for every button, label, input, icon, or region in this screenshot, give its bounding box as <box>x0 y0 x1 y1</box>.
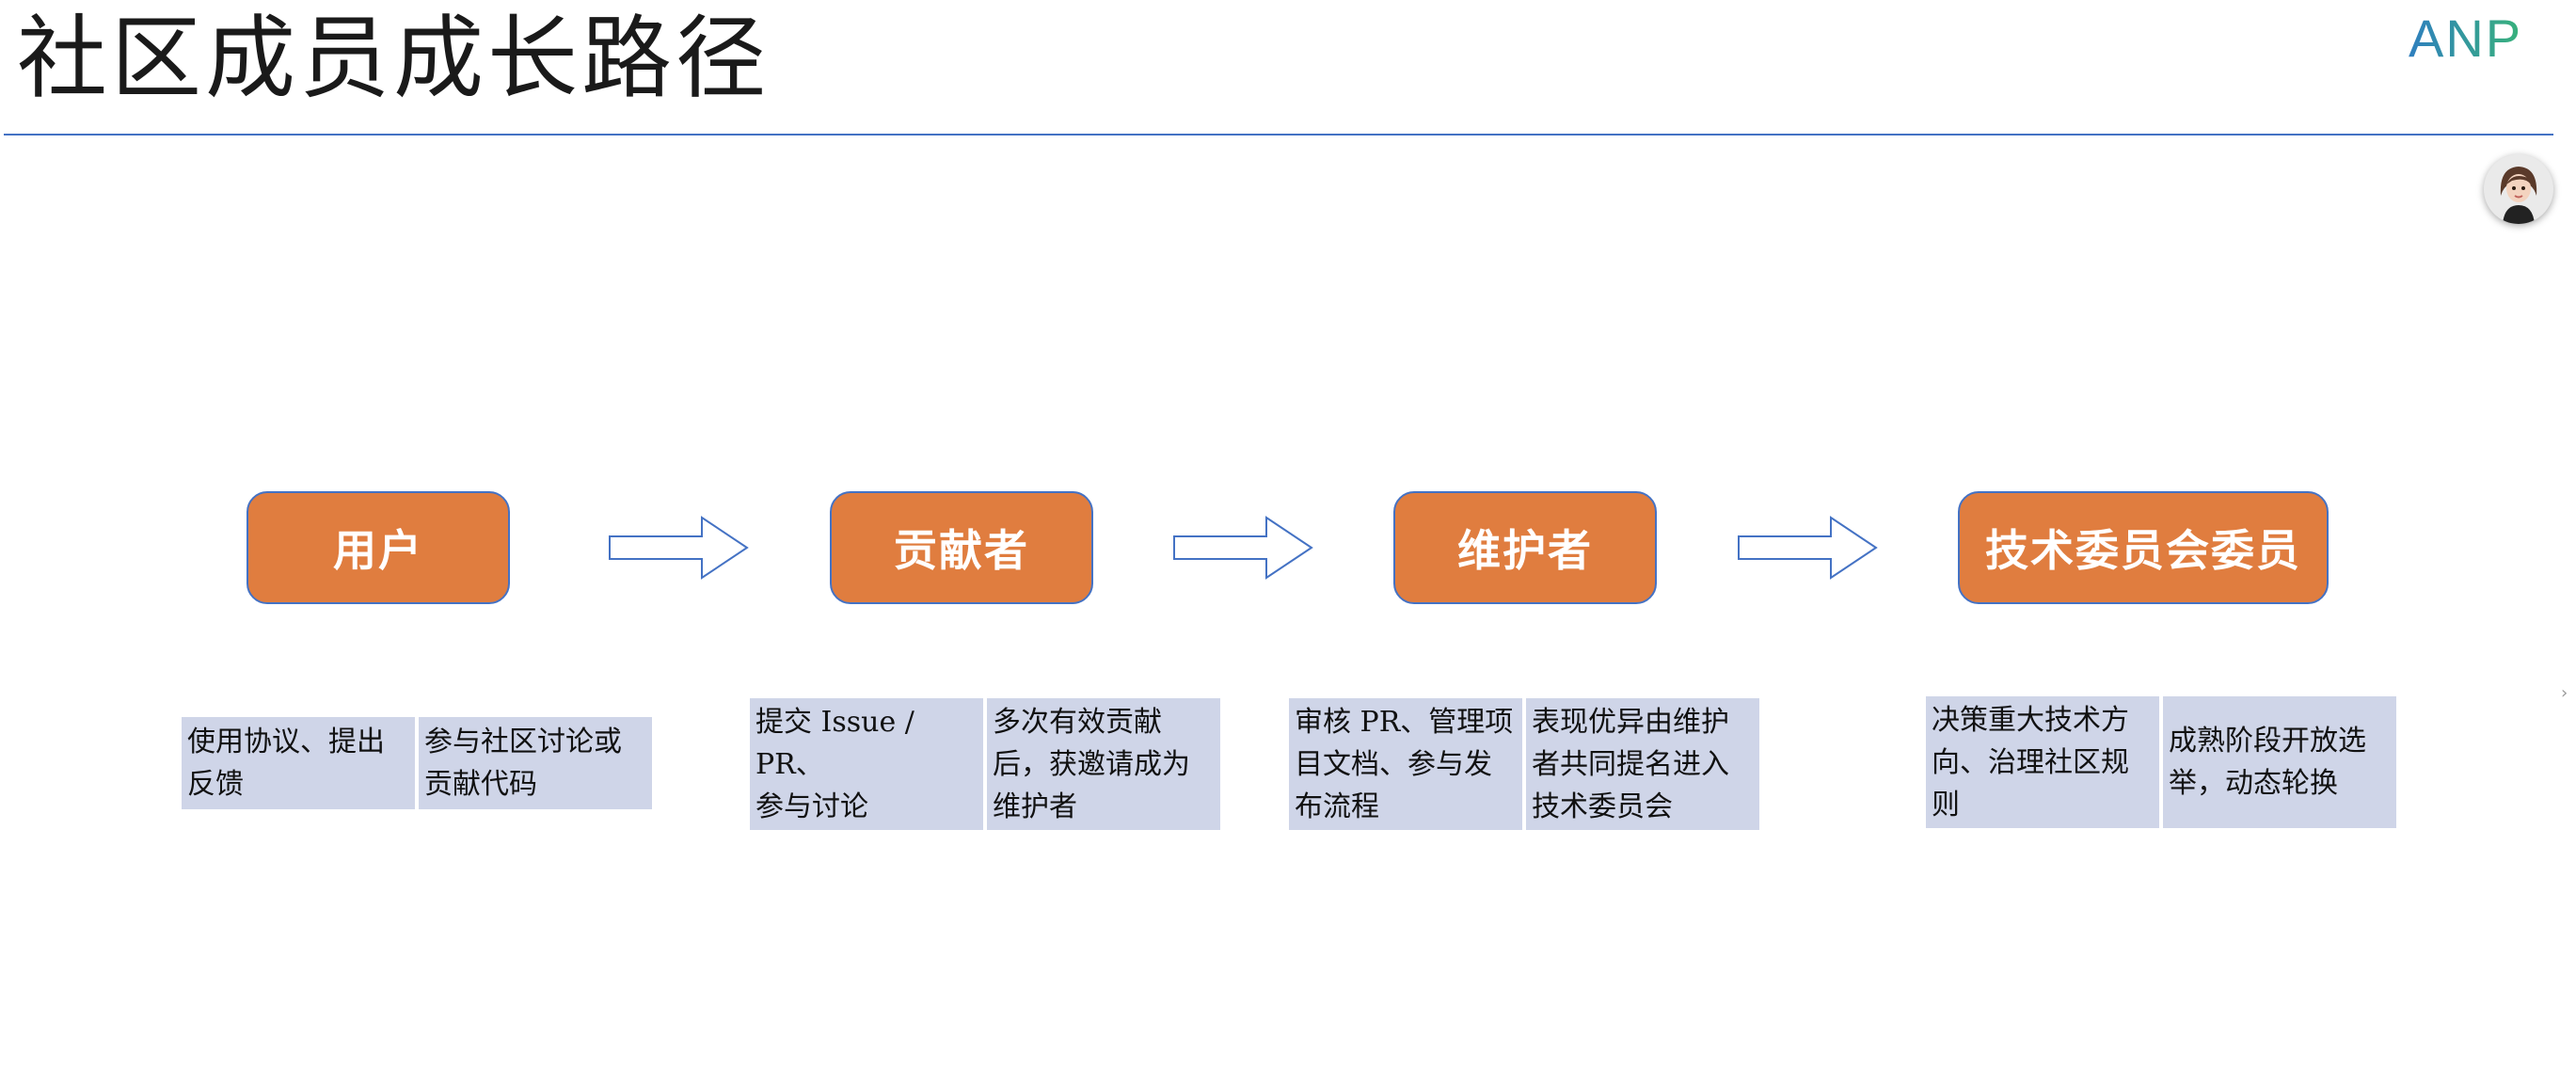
stage-label: 用户 <box>333 525 423 576</box>
desc-cell: 使用协议、提出 反馈 <box>182 717 415 809</box>
stage-label: 贡献者 <box>894 525 1029 576</box>
stage-label: 维护者 <box>1457 525 1593 576</box>
arrow-right-icon <box>609 516 749 580</box>
desc-cell: 参与社区讨论或 贡献代码 <box>419 717 652 809</box>
title-divider <box>4 134 2553 136</box>
arrow-right-icon <box>1173 516 1313 580</box>
desc-cell: 提交 Issue / PR、 参与讨论 <box>750 698 983 830</box>
chevron-right-icon[interactable]: › <box>2561 683 2568 703</box>
stage-user: 用户 <box>246 491 510 604</box>
desc-contributor: 提交 Issue / PR、 参与讨论 多次有效贡献 后，获邀请成为 维护者 <box>750 698 1220 830</box>
stage-contributor: 贡献者 <box>830 491 1093 604</box>
logo-text: ANP <box>2409 9 2522 68</box>
desc-user: 使用协议、提出 反馈 参与社区讨论或 贡献代码 <box>182 717 652 809</box>
desc-cell: 成熟阶段开放选 举，动态轮换 <box>2163 696 2396 828</box>
desc-cell: 审核 PR、管理项 目文档、参与发 布流程 <box>1289 698 1522 830</box>
anp-logo: ANP <box>2409 9 2522 68</box>
slide-title: 社区成员成长路径 <box>17 6 770 111</box>
user-avatar-icon <box>2484 154 2553 224</box>
stage-label: 技术委员会委员 <box>1985 525 2301 576</box>
desc-cell: 多次有效贡献 后，获邀请成为 维护者 <box>987 698 1220 830</box>
desc-cell: 表现优异由维护 者共同提名进入 技术委员会 <box>1526 698 1759 830</box>
stage-maintainer: 维护者 <box>1393 491 1657 604</box>
desc-maintainer: 审核 PR、管理项 目文档、参与发 布流程 表现优异由维护 者共同提名进入 技术… <box>1289 698 1759 830</box>
desc-tech-committee: 决策重大技术方 向、治理社区规 则 成熟阶段开放选 举，动态轮换 <box>1926 696 2396 828</box>
arrow-right-icon <box>1738 516 1878 580</box>
desc-cell: 决策重大技术方 向、治理社区规 则 <box>1926 696 2159 828</box>
avatar[interactable] <box>2484 154 2553 224</box>
stage-tech-committee: 技术委员会委员 <box>1958 491 2329 604</box>
